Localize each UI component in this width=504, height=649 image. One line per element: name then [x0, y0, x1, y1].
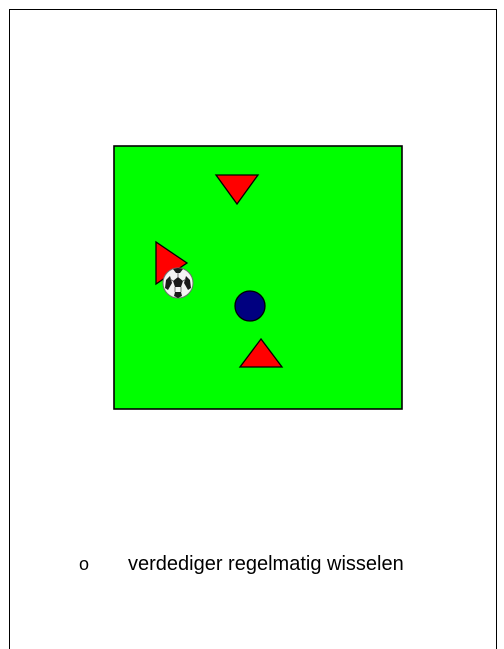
- attacker-top-triangle: [214, 174, 260, 206]
- defender-circle: [234, 290, 266, 322]
- note-bullet-item: o verdediger regelmatig wisselen: [76, 553, 404, 576]
- drill-diagram: [113, 145, 403, 410]
- note-text: verdediger regelmatig wisselen: [128, 553, 404, 575]
- page-frame: [9, 9, 497, 649]
- attacker-bottom-triangle: [238, 337, 284, 368]
- bullet-marker: o: [78, 554, 89, 574]
- soccer-ball-icon: [162, 267, 194, 299]
